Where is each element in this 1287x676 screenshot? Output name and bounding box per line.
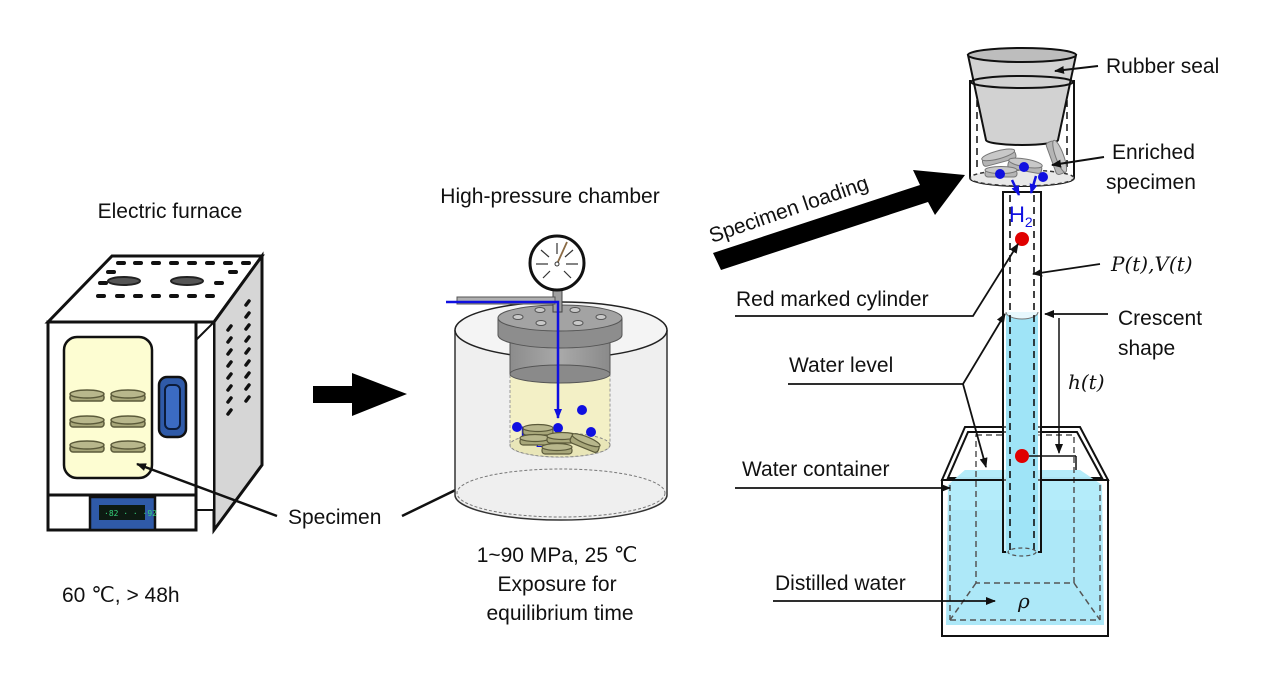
specimen-disc	[69, 415, 105, 428]
red-marker-bottom	[1015, 449, 1029, 463]
specimen-disc	[69, 440, 105, 453]
water-column	[1006, 312, 1038, 557]
cylinder-h2-label: H2	[1009, 202, 1033, 230]
red-marker-top	[1015, 232, 1029, 246]
furnace-door-edge	[195, 319, 215, 511]
specimen-disc	[541, 442, 573, 455]
measurement-apparatus: H2	[940, 47, 1110, 637]
specimen-disc	[522, 423, 554, 436]
rubber-seal-label: Rubber seal	[1106, 55, 1219, 78]
specimen-disc	[110, 440, 146, 453]
chamber-title: High-pressure chamber	[440, 185, 659, 208]
chamber-conditions: 1~90 MPa, 25 ℃ Exposure for equilibrium …	[477, 544, 644, 625]
distilled-water-label: Distilled water	[775, 572, 906, 595]
high-pressure-chamber: High-pressure chamber H2	[440, 185, 668, 625]
furnace-top-vents	[96, 261, 251, 298]
flange-bolts	[512, 307, 607, 326]
callouts: Rubber seal Enriched specimen P(t),V(t) …	[735, 55, 1219, 613]
pressure-volume-label: P(t),V(t)	[1110, 252, 1193, 276]
specimen-disc	[519, 433, 551, 446]
furnace-side-vents	[226, 299, 251, 416]
crescent-shape-label-line1: Crescent	[1118, 307, 1202, 330]
crescent-shape-label-line2: shape	[1118, 337, 1175, 360]
water-level-label: Water level	[789, 354, 893, 377]
specimen-loading-arrow: Specimen loading	[706, 170, 965, 270]
gas-inlet-pipe	[456, 296, 556, 305]
specimen-disc	[110, 389, 146, 402]
specimen-disc	[69, 389, 105, 402]
height-label: h(t)	[1068, 370, 1105, 394]
furnace-title: Electric furnace	[98, 200, 243, 223]
specimen-disc	[569, 433, 601, 453]
furnace-port-right	[170, 276, 204, 286]
furnace-port-left	[107, 276, 141, 286]
specimen-label: Specimen	[288, 506, 381, 529]
furnace-specimens	[69, 389, 146, 453]
specimen-disc	[110, 415, 146, 428]
electric-furnace: Electric furnace ·	[44, 200, 265, 607]
furnace-display	[99, 505, 145, 520]
furnace-condition: 60 ℃, > 48h	[62, 584, 180, 607]
specimen-leader-furnace	[136, 462, 278, 518]
enriched-specimen-label-line1: Enriched	[1112, 141, 1195, 164]
density-symbol: ρ	[1017, 589, 1030, 613]
svg-text:·82 · · ·92: ·82 · · ·92	[104, 509, 157, 518]
hydrogen-molecules-released	[995, 162, 1048, 182]
process-arrow-1	[313, 373, 407, 416]
water-container-label: Water container	[742, 458, 889, 481]
enriched-specimens	[981, 139, 1068, 178]
red-marked-cylinder-label: Red marked cylinder	[736, 288, 929, 311]
furnace-window	[62, 335, 154, 480]
enriched-specimen-label-line2: specimen	[1106, 171, 1196, 194]
hydrogen-molecules	[512, 405, 596, 437]
crescent-meniscus	[1005, 311, 1039, 320]
chamber-specimens	[519, 423, 601, 455]
rubber-seal	[966, 54, 1078, 146]
hydrogen-flow-arrow	[446, 300, 562, 419]
